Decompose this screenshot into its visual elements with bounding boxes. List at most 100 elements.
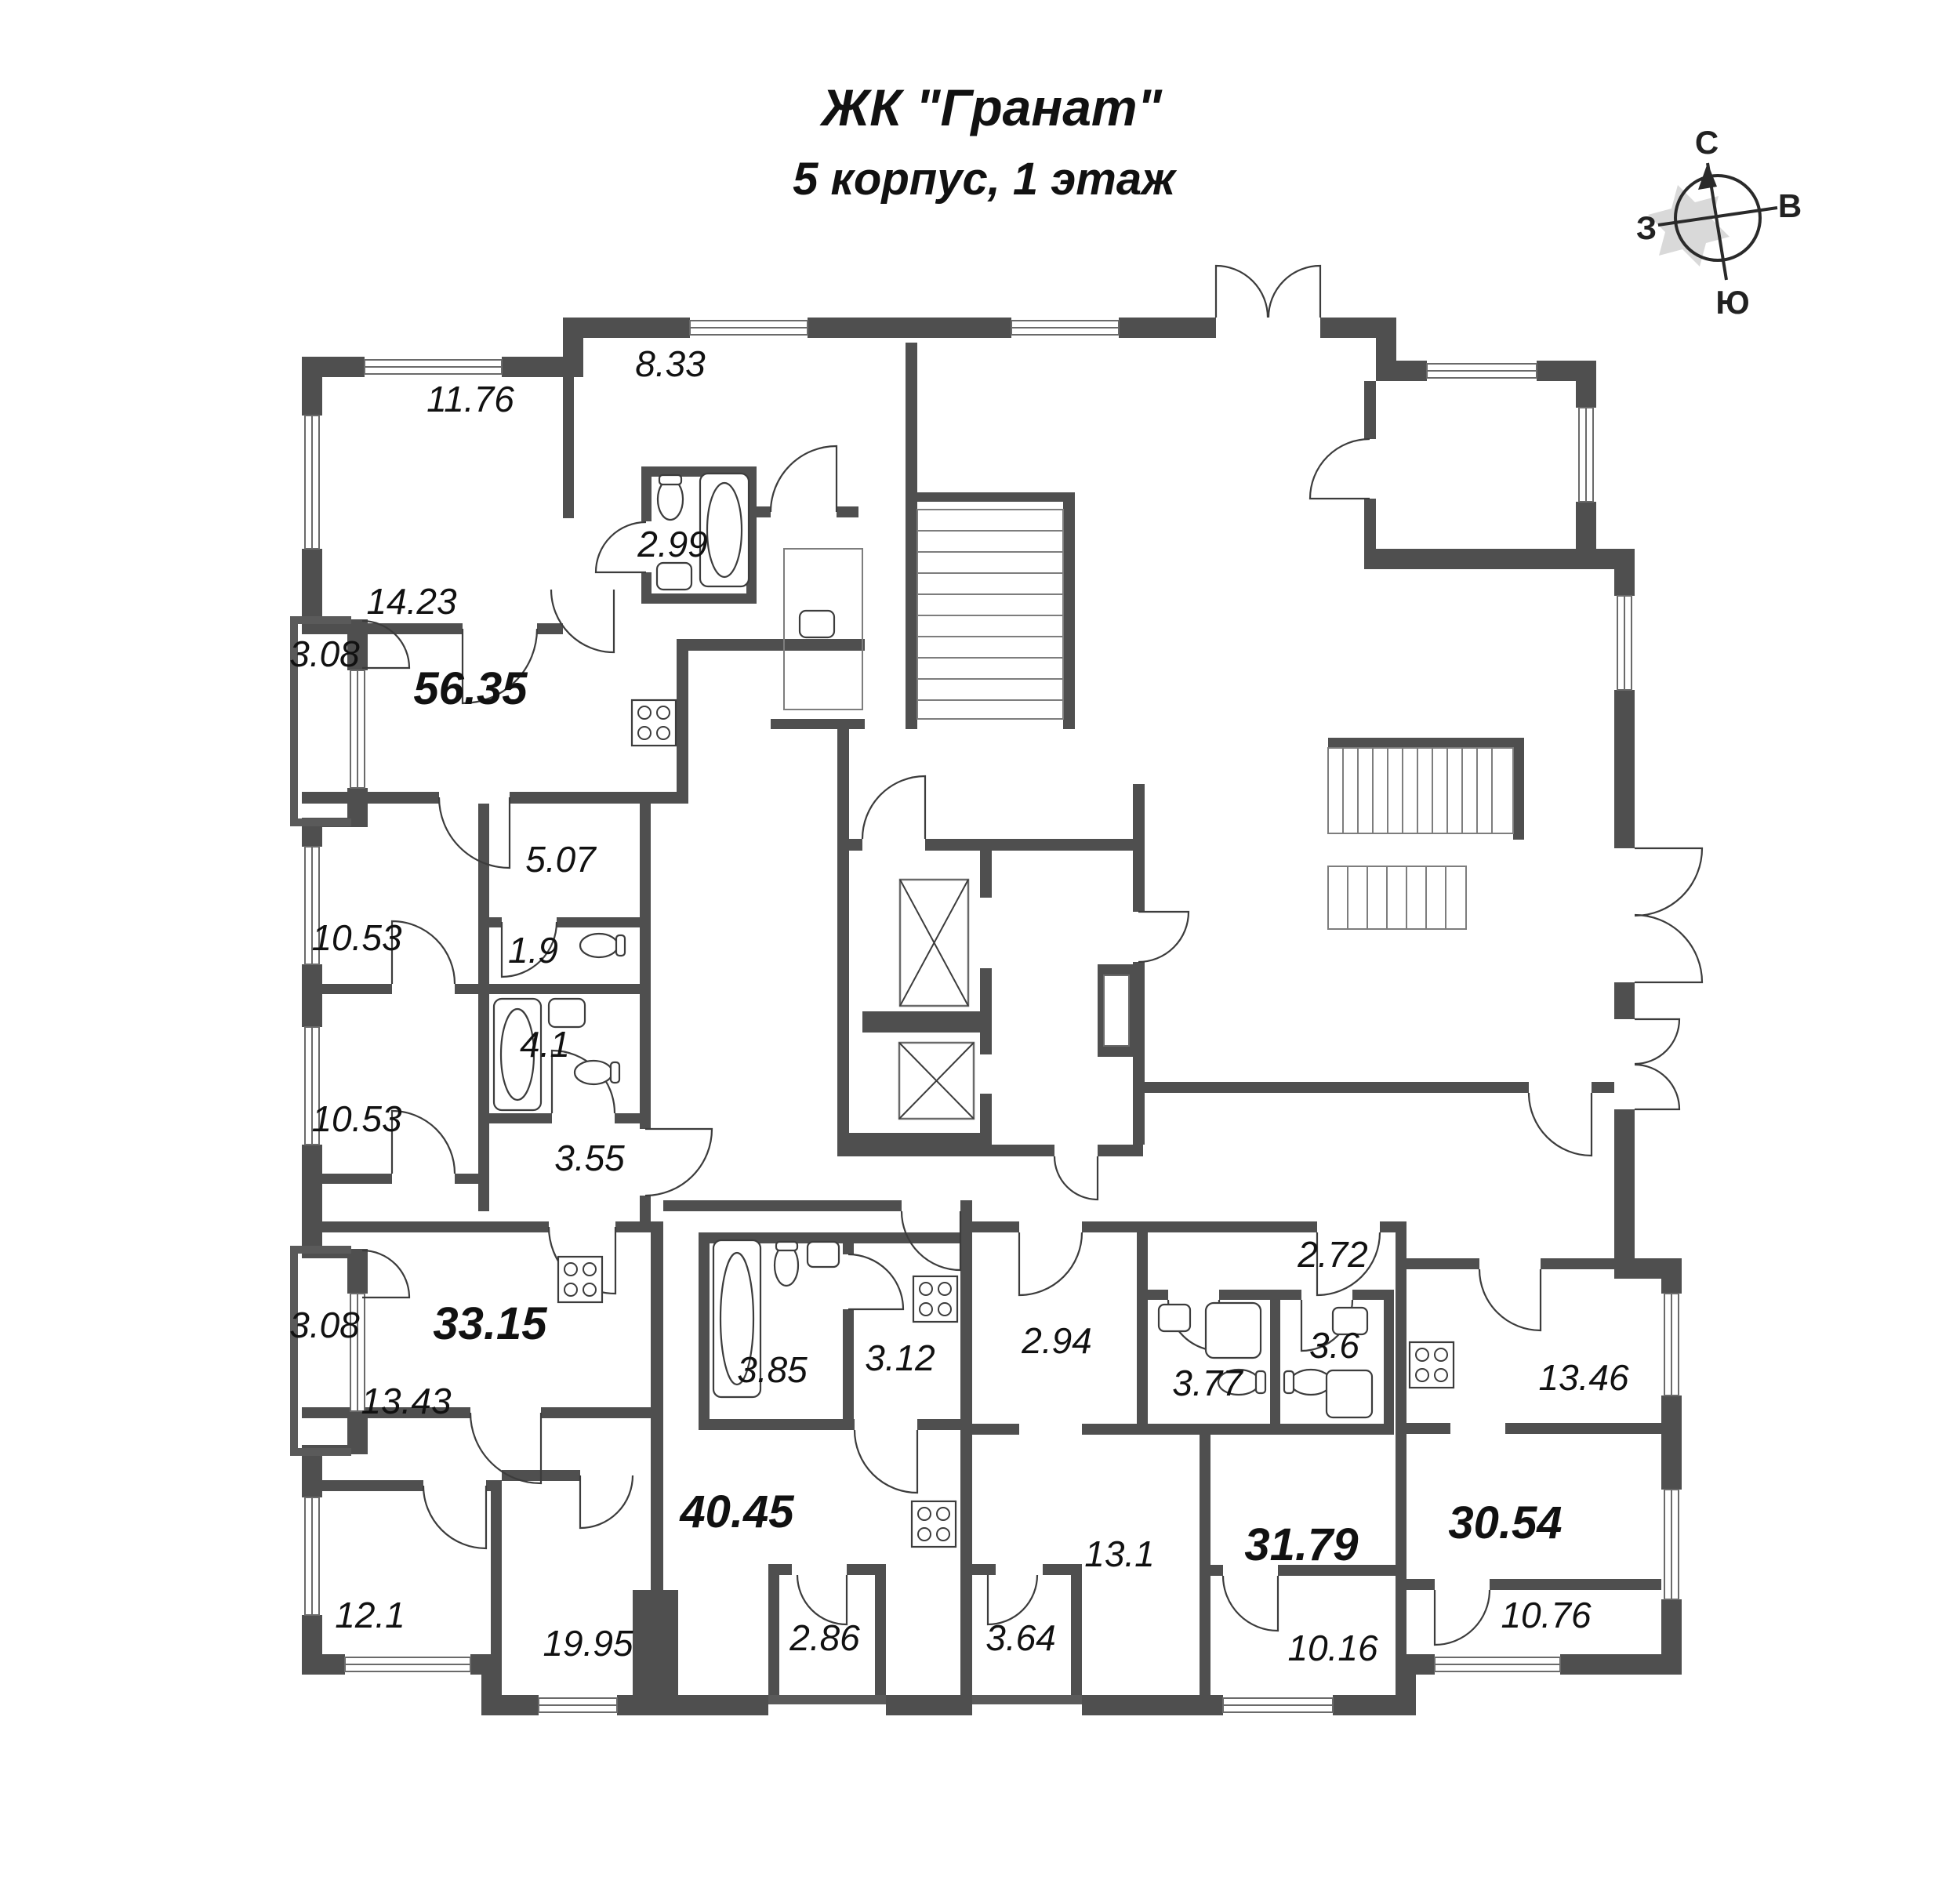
toilet-icon — [1289, 1368, 1333, 1396]
doors — [361, 264, 1704, 1646]
room-area-label: 13.43 — [361, 1381, 452, 1421]
door-arc — [361, 619, 411, 670]
stove-icon — [557, 1255, 604, 1304]
walls — [302, 318, 1682, 1715]
toilet-tank-icon — [609, 1061, 621, 1084]
door-arc — [361, 1249, 411, 1299]
door-arc — [900, 1210, 962, 1272]
compass-west-label: З — [1636, 209, 1657, 246]
room-area-label: 3.08 — [289, 1305, 360, 1345]
room-area-label: 10.76 — [1501, 1595, 1592, 1635]
compass-south-label: Ю — [1715, 284, 1749, 321]
door-arc — [422, 1485, 488, 1550]
stove-icon — [1408, 1341, 1455, 1389]
bathtub-basin-icon — [706, 481, 743, 579]
sink-icon — [806, 1240, 840, 1268]
window — [304, 320, 1679, 1713]
shower-icon — [1204, 1301, 1262, 1359]
entry-door-leaf — [1634, 847, 1704, 917]
room-area-label: 13.1 — [1084, 1533, 1155, 1574]
compass-needle-we — [1657, 206, 1778, 227]
toilet-icon — [579, 932, 619, 959]
room-area-label: 13.46 — [1538, 1357, 1629, 1398]
room-area-label: 8.33 — [635, 343, 706, 384]
compass-star-icon — [1648, 185, 1730, 267]
windows — [304, 320, 1679, 1713]
room-area-label: 10.53 — [311, 1098, 402, 1139]
room-area-label: 10.16 — [1287, 1628, 1378, 1668]
balcony-railings — [290, 616, 1082, 1704]
compass-north-label: С — [1695, 124, 1719, 161]
washer-icon — [1325, 1369, 1374, 1419]
door-arc — [461, 628, 539, 705]
toilet-icon — [573, 1059, 614, 1086]
door-arc — [1053, 1156, 1099, 1201]
stove-icon — [910, 1500, 957, 1548]
toilet-tank-icon — [615, 934, 626, 957]
compass-east-label: В — [1778, 187, 1802, 224]
staircase-2 — [1327, 747, 1514, 930]
sink-icon — [1157, 1303, 1192, 1333]
stove-icon — [912, 1275, 959, 1323]
elevator-1 — [898, 878, 970, 1007]
apartment-total-label: 56.35 — [413, 663, 528, 714]
toilet-tank-icon — [1283, 1370, 1295, 1395]
room-area-label: 4.1 — [520, 1024, 570, 1065]
bathtub-basin-icon — [499, 1007, 535, 1102]
toilet-tank-icon — [1254, 1370, 1267, 1395]
room-area-label: 2.99 — [637, 524, 708, 564]
door-arc — [390, 920, 456, 985]
entry-door-leaf — [1634, 1018, 1681, 1065]
door-arc — [437, 797, 511, 869]
door-arc — [769, 445, 838, 513]
ventilation-duct — [1103, 974, 1130, 1047]
compass-rose: С Ю З В — [1636, 124, 1802, 321]
room-area-label: 12.1 — [335, 1595, 405, 1635]
entrance-door-leaf — [1214, 264, 1269, 318]
door-arc — [390, 1109, 456, 1174]
door-arc — [861, 775, 927, 840]
compass-circle — [1674, 174, 1762, 262]
entry-door-leaf — [1634, 913, 1704, 984]
door-arc — [1018, 1232, 1083, 1297]
door-arc — [1433, 1589, 1491, 1646]
door-arc — [1138, 910, 1190, 964]
toilet-tank-icon — [658, 474, 683, 486]
room-area-label: 19.95 — [543, 1623, 633, 1664]
door-arc — [469, 1412, 543, 1485]
room-area-label: 14.23 — [366, 581, 457, 622]
entry-door-leaf — [1634, 1063, 1681, 1111]
room-area-label: 3.77 — [1172, 1363, 1243, 1403]
room-area-label: 5.07 — [525, 839, 597, 880]
fixtures — [492, 472, 1455, 1548]
apartment-total-label: 30.54 — [1448, 1497, 1562, 1548]
apartment-total-label: 33.15 — [433, 1298, 547, 1349]
door-arc — [986, 1574, 1039, 1626]
room-area-label: 1.9 — [508, 930, 558, 971]
sink-icon — [798, 609, 836, 639]
door-arc — [796, 1574, 848, 1626]
sink-icon — [655, 561, 693, 591]
room-area-label: 10.53 — [311, 917, 402, 958]
room-area-label: 2.86 — [789, 1617, 860, 1658]
sink-icon — [547, 997, 586, 1029]
room-area-label: 3.64 — [985, 1617, 1056, 1658]
sink-icon — [1331, 1306, 1369, 1336]
compass-north-arrow-icon — [1698, 163, 1717, 190]
room-area-label: 2.94 — [1021, 1320, 1092, 1361]
toilet-tank-icon — [775, 1240, 799, 1252]
page-subtitle: 5 корпус, 1 этаж — [793, 154, 1178, 205]
door-arc — [853, 1429, 919, 1494]
room-area-label: 3.55 — [554, 1138, 625, 1178]
door-arc — [550, 589, 615, 654]
door-arc — [644, 1127, 713, 1197]
elevator-shafts — [898, 878, 1130, 1120]
room-area-label: 3.85 — [737, 1349, 808, 1390]
apartment-total-label: 31.79 — [1244, 1519, 1358, 1570]
room-area-label: 2.72 — [1297, 1234, 1368, 1275]
elevator-2 — [898, 1041, 975, 1120]
entrance-door-leaf — [1267, 264, 1322, 318]
room-area-label: 3.12 — [865, 1337, 935, 1378]
